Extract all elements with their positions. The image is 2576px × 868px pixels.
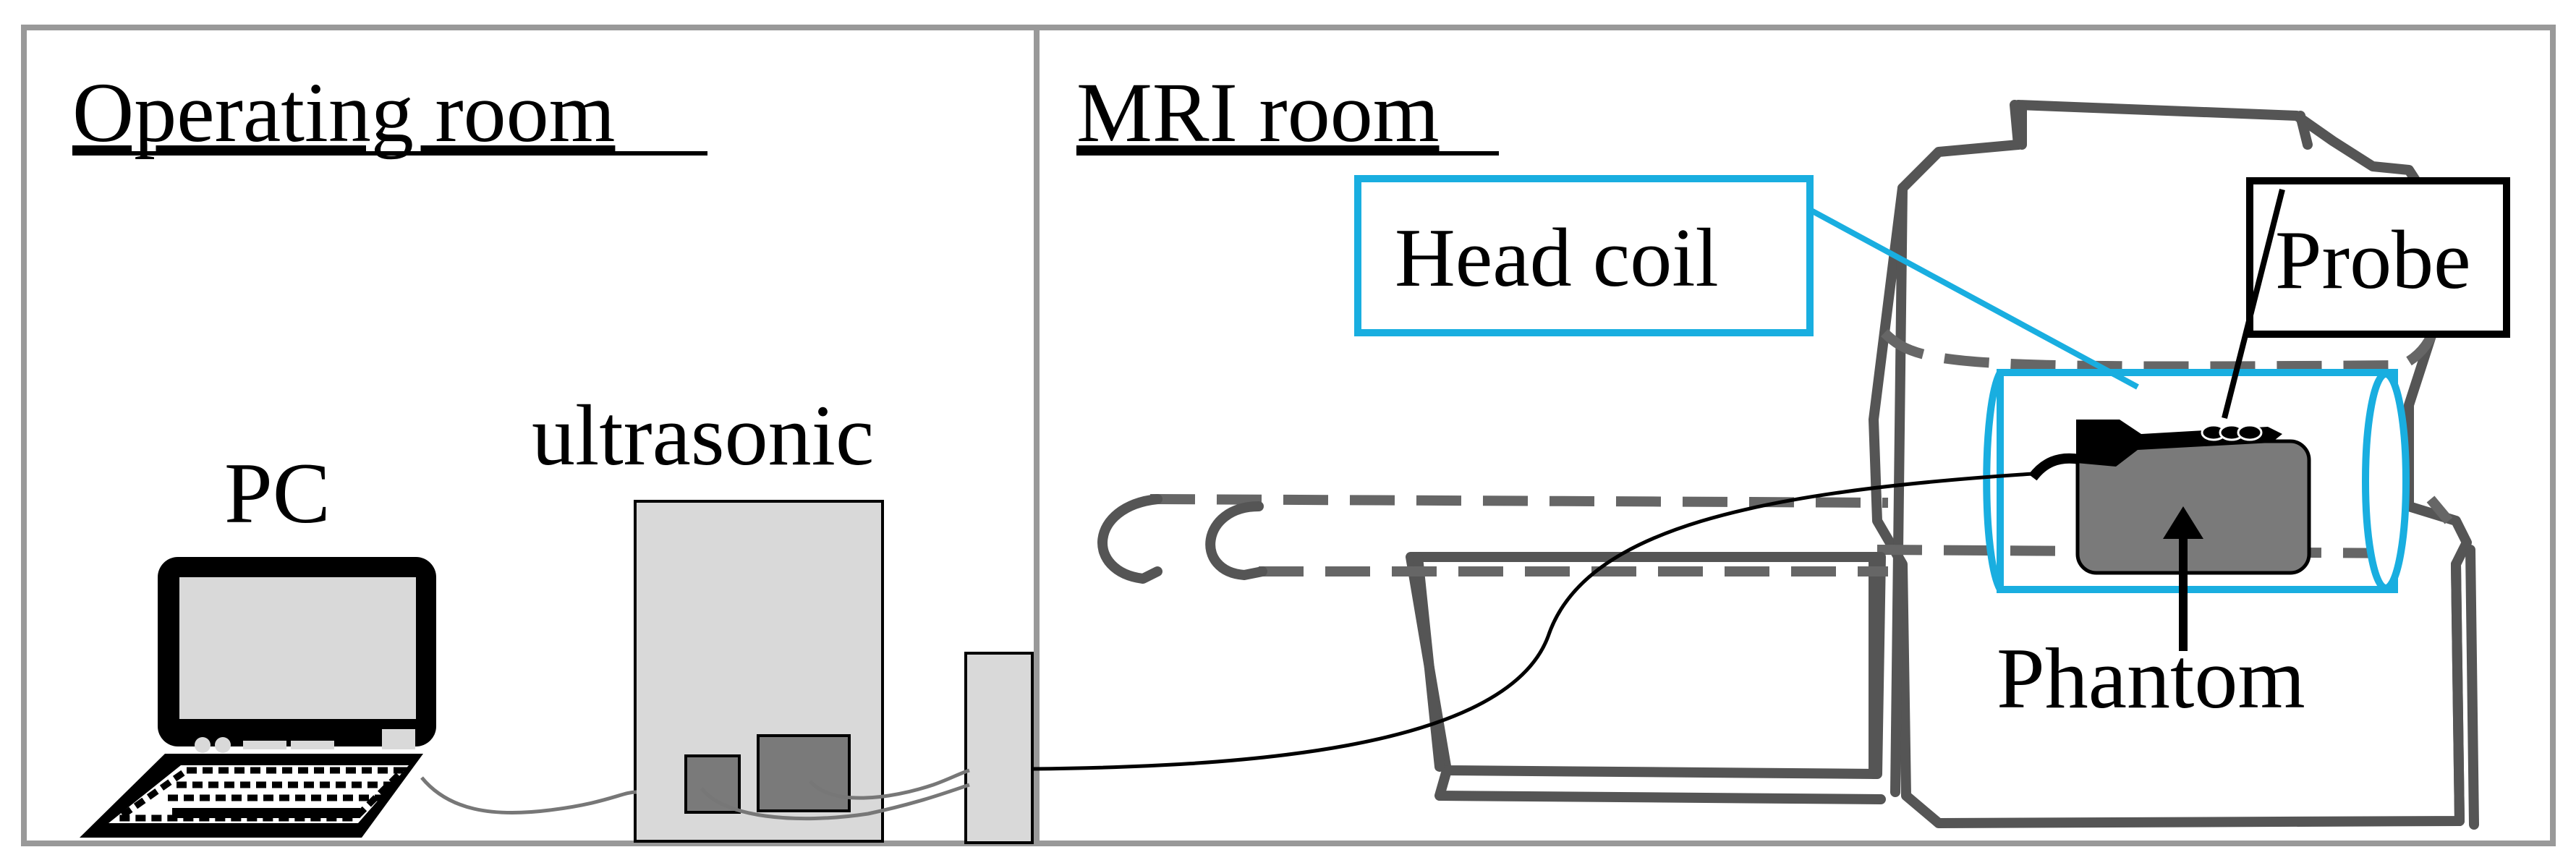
- mri-room-panel: [1034, 25, 2556, 846]
- probe-icon: [2028, 420, 2282, 481]
- operating-room-title: Operating room: [72, 65, 615, 160]
- device-cable-2: [809, 768, 970, 800]
- laptop-icon: [80, 557, 436, 838]
- pc-label: PC: [224, 445, 331, 541]
- scanner-bore-dashed: [1881, 316, 2444, 372]
- probe-label: Probe: [2275, 214, 2471, 307]
- head-coil: [1983, 369, 2410, 593]
- mri-room-title: MRI room: [1076, 65, 1440, 160]
- head-coil-callout: Head coil: [1354, 175, 2139, 390]
- ultrasonic-device: [634, 500, 884, 843]
- connector-box: [964, 652, 1034, 844]
- device-cable-1: [700, 783, 970, 821]
- ultrasonic-label: ultrasonic: [532, 387, 874, 483]
- pc-cable: [420, 776, 637, 814]
- probe-callout: Probe: [2222, 177, 2510, 419]
- mri-scanner-outline: [1869, 100, 2472, 828]
- head-coil-label: Head coil: [1395, 212, 1719, 305]
- phantom-label: Phantom: [1997, 630, 2305, 726]
- phantom-callout: Phantom: [1997, 506, 2305, 726]
- probe-cable: [1032, 472, 2033, 771]
